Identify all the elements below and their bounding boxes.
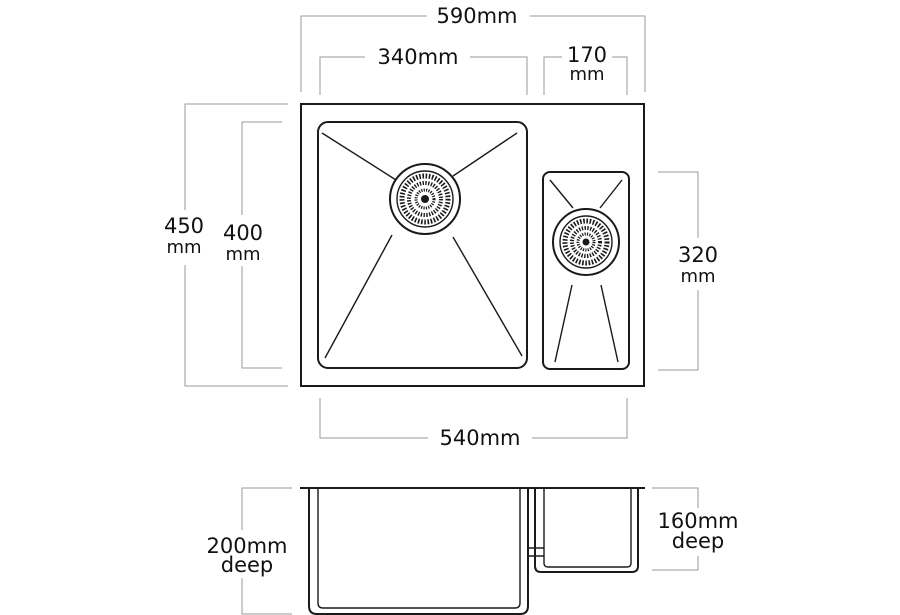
overall-width-dimension-line [300, 15, 646, 92]
small-bowl [542, 171, 630, 370]
small-bowl-length-value: 320 [678, 243, 718, 267]
main-bowl [317, 121, 528, 369]
small-bowl-drain-icon [552, 208, 620, 276]
small-bowl-depth-dimension-line [652, 487, 699, 571]
main-bowl-profile-outer [308, 488, 529, 615]
small-bowl-drain-lines [549, 179, 623, 363]
small-bowl-width-value: 170 [567, 43, 607, 67]
main-bowl-length-unit: mm [225, 244, 260, 265]
main-bowl-length-value: 400 [223, 221, 263, 245]
overall-depth-value: 450 [164, 214, 204, 238]
inner-width-dimension-line [319, 398, 628, 439]
main-bowl-length-dimension-line [241, 121, 282, 369]
small-bowl-width-unit: mm [569, 64, 604, 85]
inner-width-label: 540mm [440, 426, 521, 450]
bowl-connector [528, 547, 544, 557]
main-bowl-drain-lines [321, 132, 523, 359]
main-bowl-width-label: 340mm [378, 45, 459, 69]
small-bowl-profile-inner [543, 488, 632, 568]
small-bowl-depth-value: 160mm [658, 509, 739, 533]
overall-width-label: 590mm [437, 4, 518, 28]
main-bowl-depth-dimension-line [241, 487, 292, 615]
sink-side-view [300, 487, 645, 615]
dimension-labels: 590mm 340mm 170 mm 450 mm 400 mm 320 mm … [164, 4, 739, 577]
sink-top-view [300, 103, 645, 387]
small-bowl-profile-outer [534, 488, 639, 573]
small-bowl-depth-unit: deep [672, 529, 725, 553]
small-bowl-length-unit: mm [680, 266, 715, 287]
overall-depth-dimension-line [184, 103, 288, 387]
main-bowl-drain-icon [389, 163, 461, 235]
dimension-lines [184, 15, 699, 615]
small-bowl-width-dimension-line [543, 56, 628, 95]
main-bowl-depth-value: 200mm [207, 534, 288, 558]
main-bowl-profile-inner [317, 488, 521, 609]
small-bowl-length-dimension-line [658, 171, 699, 371]
sink-outer-rim [300, 103, 645, 387]
main-bowl-depth-unit: deep [221, 553, 274, 577]
overall-depth-unit: mm [166, 237, 201, 258]
main-bowl-width-dimension-line [319, 56, 528, 95]
